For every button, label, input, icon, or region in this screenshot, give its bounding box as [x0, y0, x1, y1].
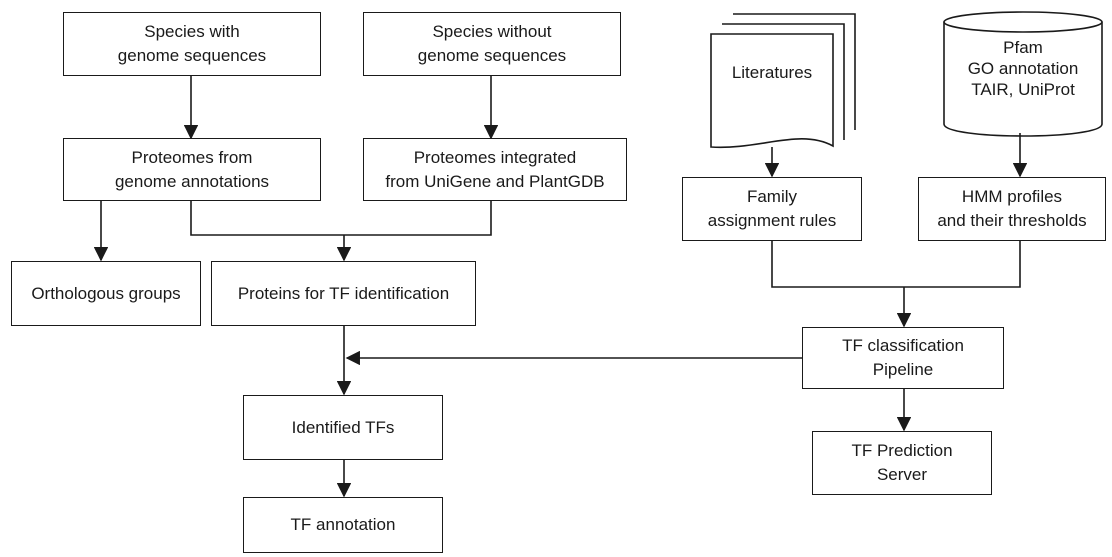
tf-prediction-line2: Server — [876, 465, 928, 484]
literatures-label: Literatures — [731, 63, 813, 82]
merge-rules-line — [771, 241, 1021, 288]
orthologous-groups-box: Orthologous groups — [11, 261, 201, 326]
hmm-profiles-line2: and their thresholds — [937, 211, 1087, 230]
orthologous-label: Orthologous groups — [31, 283, 181, 303]
family-rules-box: Family assignment rules — [682, 177, 862, 241]
identified-tfs-label: Identified TFs — [291, 417, 395, 437]
hmm-profiles-box: HMM profiles and their thresholds — [918, 177, 1106, 241]
database-label: Pfam GO annotation TAIR, UniProt — [944, 37, 1102, 100]
document-stack-icon — [710, 13, 856, 149]
proteomes-genome-line2: genome annotations — [114, 171, 270, 191]
proteomes-integrated-box: Proteomes integrated from UniGene and Pla… — [363, 138, 627, 201]
species-without-line1: Species without — [432, 22, 552, 41]
database-go: GO annotation — [967, 59, 1079, 78]
tf-annotation-box: TF annotation — [243, 497, 443, 553]
tf-pipeline-line1: TF classification — [842, 336, 964, 355]
proteomes-integrated-line2: from UniGene and PlantGDB — [385, 171, 605, 191]
tf-annotation-label: TF annotation — [290, 515, 396, 534]
proteins-tf-identification-box: Proteins for TF identification — [211, 261, 476, 326]
database-pfam: Pfam — [1003, 38, 1043, 57]
species-without-line2: genome sequences — [417, 46, 567, 65]
species-with-line2: genome sequences — [117, 46, 267, 65]
family-rules-line1: Family — [746, 187, 798, 206]
species-with-genome-box: Species with genome sequences — [63, 12, 321, 76]
tf-prediction-line1: TF Prediction — [851, 441, 953, 460]
tf-pipeline-line2: Pipeline — [872, 360, 934, 379]
proteins-tf-label: Proteins for TF identification — [237, 283, 450, 303]
species-without-genome-box: Species without genome sequences — [363, 12, 621, 76]
proteomes-genome-box: Proteomes from genome annotations — [63, 138, 321, 201]
family-rules-line2: assignment rules — [707, 211, 837, 230]
database-cylinder-icon — [943, 11, 1103, 137]
proteomes-genome-line1: Proteomes from — [131, 147, 253, 167]
merge-proteomes-line — [190, 201, 492, 236]
species-with-line1: Species with — [144, 22, 240, 41]
identified-tfs-box: Identified TFs — [243, 395, 443, 460]
proteomes-integrated-line1: Proteomes integrated — [413, 147, 577, 167]
database-tair-uniprot: TAIR, UniProt — [971, 80, 1075, 99]
hmm-profiles-line1: HMM profiles — [961, 187, 1063, 206]
